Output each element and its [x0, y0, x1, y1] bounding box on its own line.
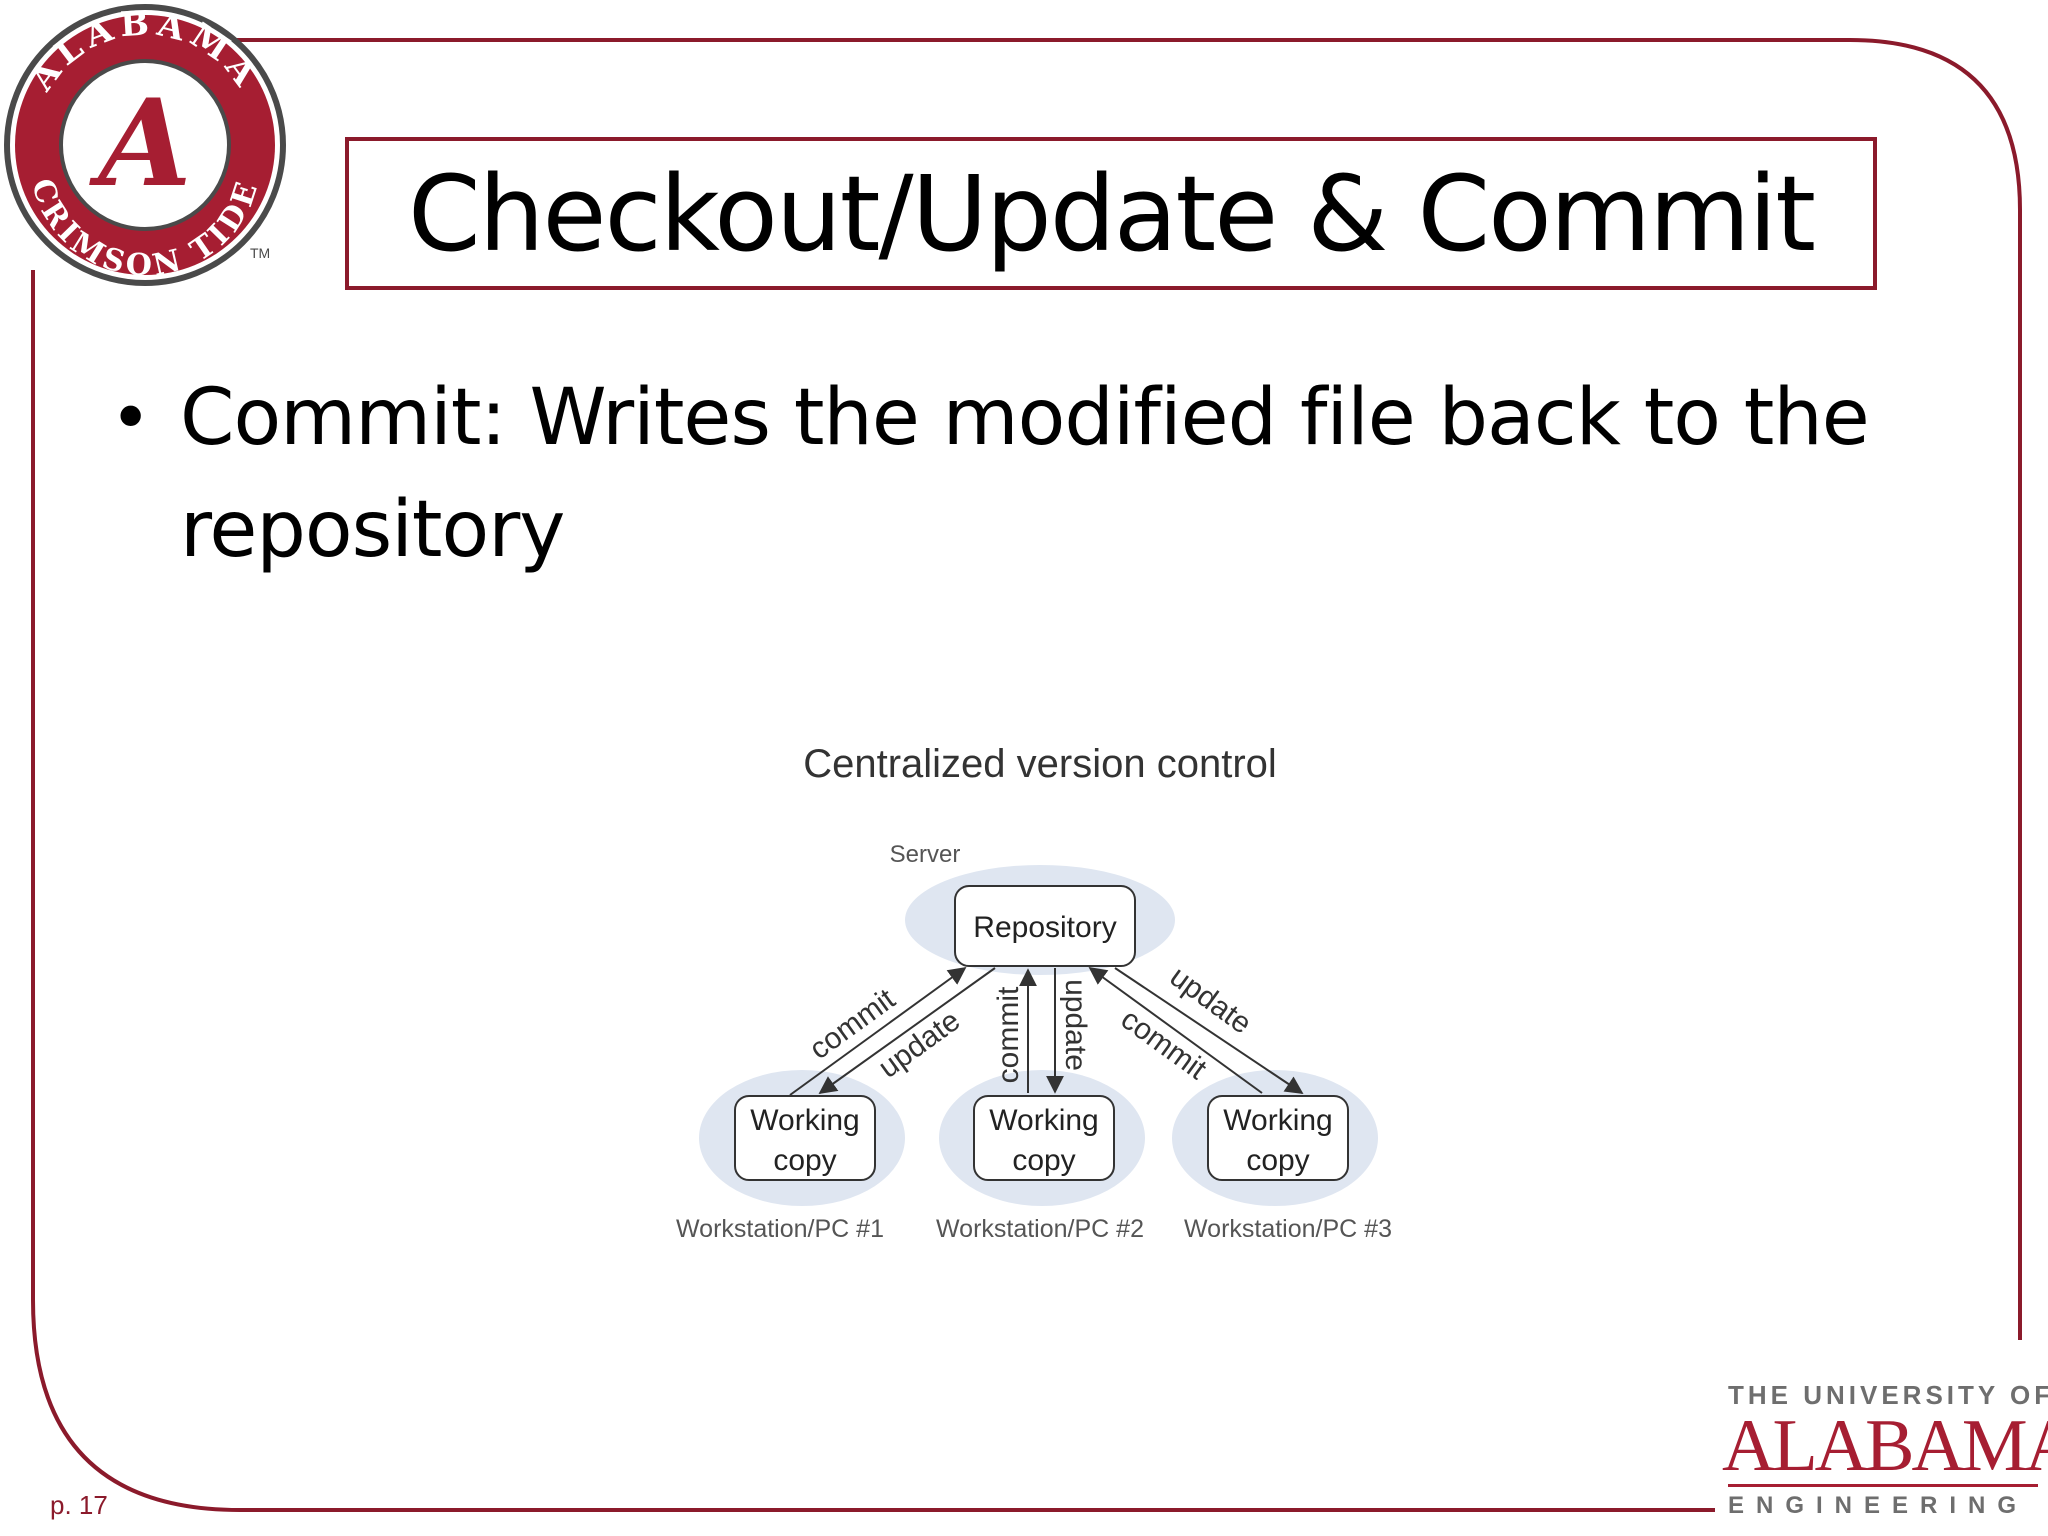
working-copy-3-box — [1207, 1095, 1349, 1181]
working-copy-1-line2: copy — [773, 1144, 836, 1177]
university-wordmark: THE UNIVERSITY OF ALABAMA ENGINEERING — [1722, 1380, 2048, 1530]
wordmark-line1: THE UNIVERSITY OF — [1728, 1380, 2048, 1410]
commit-arrow-1 — [789, 966, 967, 1096]
workstation-1-label: Workstation/PC #1 — [676, 1215, 884, 1243]
working-copy-1-line1: Working — [750, 1104, 859, 1137]
page-number: p. 17 — [50, 1490, 108, 1520]
slide-title: Checkout/Update & Commit — [408, 152, 1816, 275]
diagram-title: Centralized version control — [803, 742, 1277, 786]
working-copy-3-line1: Working — [1223, 1104, 1332, 1137]
logo-letter: A — [88, 73, 191, 214]
repository-box — [954, 885, 1136, 967]
alabama-logo: ALABAMA CRIMSON TIDE A TM — [4, 3, 286, 286]
working-copy-1-box — [734, 1095, 876, 1181]
update-label-2: update — [1059, 979, 1092, 1071]
wordmark-divider — [1728, 1484, 2038, 1487]
working-copy-3-line2: copy — [1246, 1144, 1309, 1177]
commit-label-2: commit — [992, 986, 1025, 1083]
wordmark-line2: ALABAMA — [1722, 1405, 2048, 1487]
working-copy-2-line1: Working — [989, 1104, 1098, 1137]
wordmark-line3: ENGINEERING — [1728, 1492, 2029, 1519]
update-arrow-1 — [818, 967, 996, 1095]
update-label-3: update — [1164, 960, 1258, 1041]
bullet-marker: • — [110, 377, 152, 459]
server-label: Server — [890, 841, 961, 868]
commit-label-3: commit — [1115, 1003, 1213, 1087]
title-box: Checkout/Update & Commit — [345, 137, 1877, 290]
workstation-2-label: Workstation/PC #2 — [936, 1215, 1144, 1243]
workstation-3-label: Workstation/PC #3 — [1184, 1215, 1392, 1243]
bullet-text: Commit: Writes the modified file back to… — [180, 373, 1870, 575]
working-copy-2-line2: copy — [1012, 1144, 1075, 1177]
working-copy-2-box — [973, 1095, 1115, 1181]
repository-label: Repository — [973, 911, 1116, 944]
update-arrow-3 — [1114, 967, 1304, 1095]
commit-arrow-3 — [1088, 966, 1263, 1094]
logo-tm: TM — [250, 245, 270, 261]
bullet-item: • Commit: Writes the modified file back … — [110, 362, 1930, 586]
